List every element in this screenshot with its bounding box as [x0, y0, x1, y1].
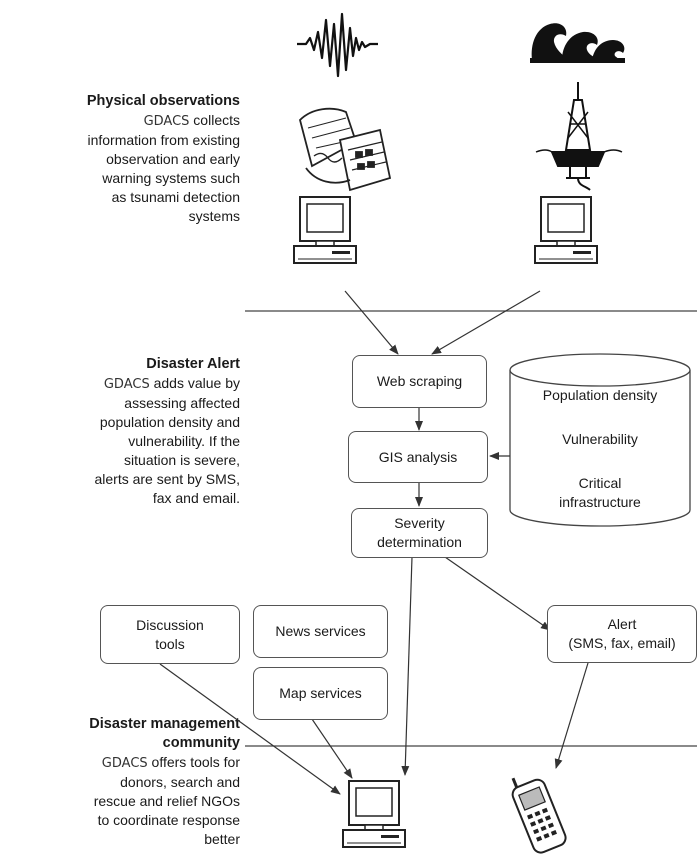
seismogram-icon [297, 12, 378, 78]
tsunami-wave-icon [530, 23, 625, 63]
section-heading-cont: community [162, 735, 240, 751]
section-physical-observations: Physical observations GDACS collects inf… [86, 93, 240, 224]
tsunami-buoy-icon [535, 82, 623, 191]
brand-gdacs: GDACS [143, 114, 190, 129]
box-severity-determination: Severity determination [351, 508, 488, 558]
database-label-vulnerability: Vulnerability [562, 431, 638, 447]
mobile-phone-icon [511, 777, 567, 854]
section-heading: Disaster management [89, 716, 240, 732]
section-disaster-alert: Disaster Alert GDACS adds value by asses… [94, 356, 240, 506]
section-disaster-management: Disaster management community GDACS offe… [89, 716, 240, 847]
box-map-services: Map services [253, 667, 388, 720]
box-web-scraping: Web scraping [352, 355, 487, 408]
arrow [344, 290, 399, 355]
database-label-critical: Critical [578, 475, 622, 491]
arrow [431, 290, 541, 355]
arrow [554, 662, 589, 769]
box-alert: Alert (SMS, fax, email) [547, 605, 697, 663]
box-news-services: News services [253, 605, 388, 658]
brand-gdacs: GDACS [103, 377, 150, 392]
computer-icon [534, 196, 598, 264]
database-cylinder [509, 353, 691, 527]
database-label-population-density: Population density [542, 387, 658, 403]
arrow [444, 556, 551, 631]
brand-gdacs: GDACS [101, 756, 148, 771]
database-label-infrastructure: infrastructure [559, 494, 641, 510]
computer-icon [342, 780, 406, 848]
arrow [159, 663, 341, 795]
fax-machine-icon [298, 107, 392, 192]
arrow [401, 556, 413, 776]
box-discussion-tools: Discussion tools [100, 605, 240, 664]
box-gis-analysis: GIS analysis [348, 431, 488, 483]
section-heading: Disaster Alert [146, 356, 240, 372]
section-heading: Physical observations [86, 93, 240, 109]
computer-icon [293, 196, 357, 264]
